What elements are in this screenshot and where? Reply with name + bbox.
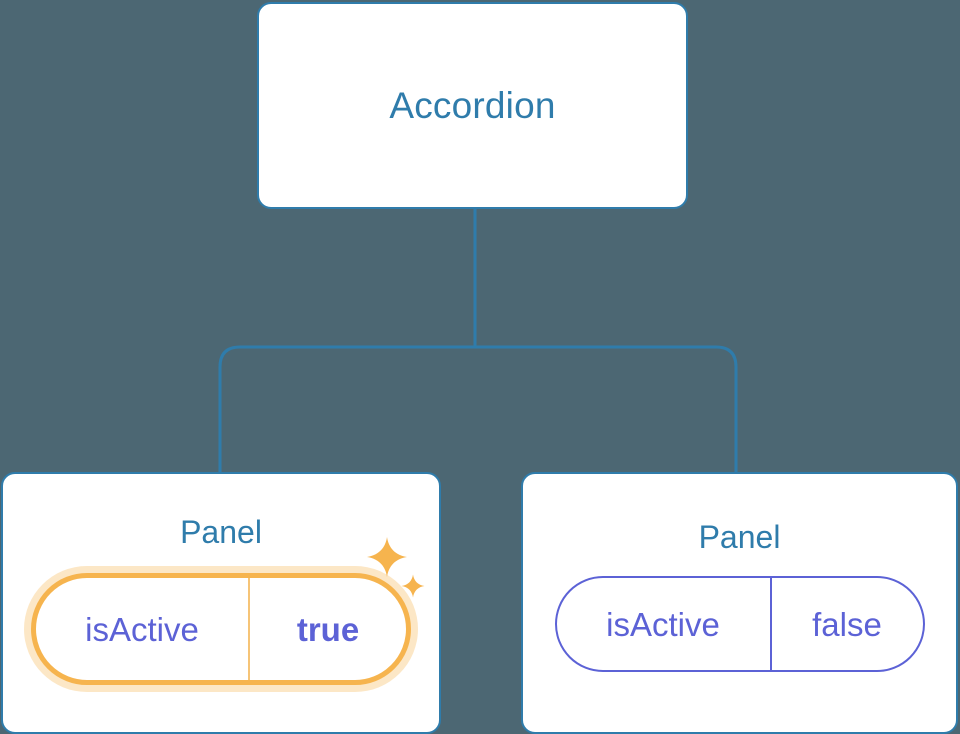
node-panel-1[interactable]: Panel isActive false [521,472,958,734]
node-accordion-title: Accordion [389,85,556,126]
prop-key-1: isActive [557,578,772,670]
connector-branch-left [218,345,475,472]
node-accordion[interactable]: Accordion [257,2,688,209]
connector-branch-right [475,345,738,472]
node-panel-0[interactable]: Panel isActive true [1,472,441,734]
prop-pill-wrap-1: isActive false [523,576,956,672]
prop-value-0: true [296,610,360,648]
node-panel-0-title: Panel [180,514,262,550]
prop-pill-wrap-0: isActive true [3,537,439,685]
prop-value-1: false [812,605,882,643]
node-panel-1-title: Panel [698,519,781,555]
prop-pill-0[interactable]: isActive true [31,573,411,685]
prop-pill-1[interactable]: isActive false [554,576,925,672]
prop-key-0: isActive [36,578,250,680]
